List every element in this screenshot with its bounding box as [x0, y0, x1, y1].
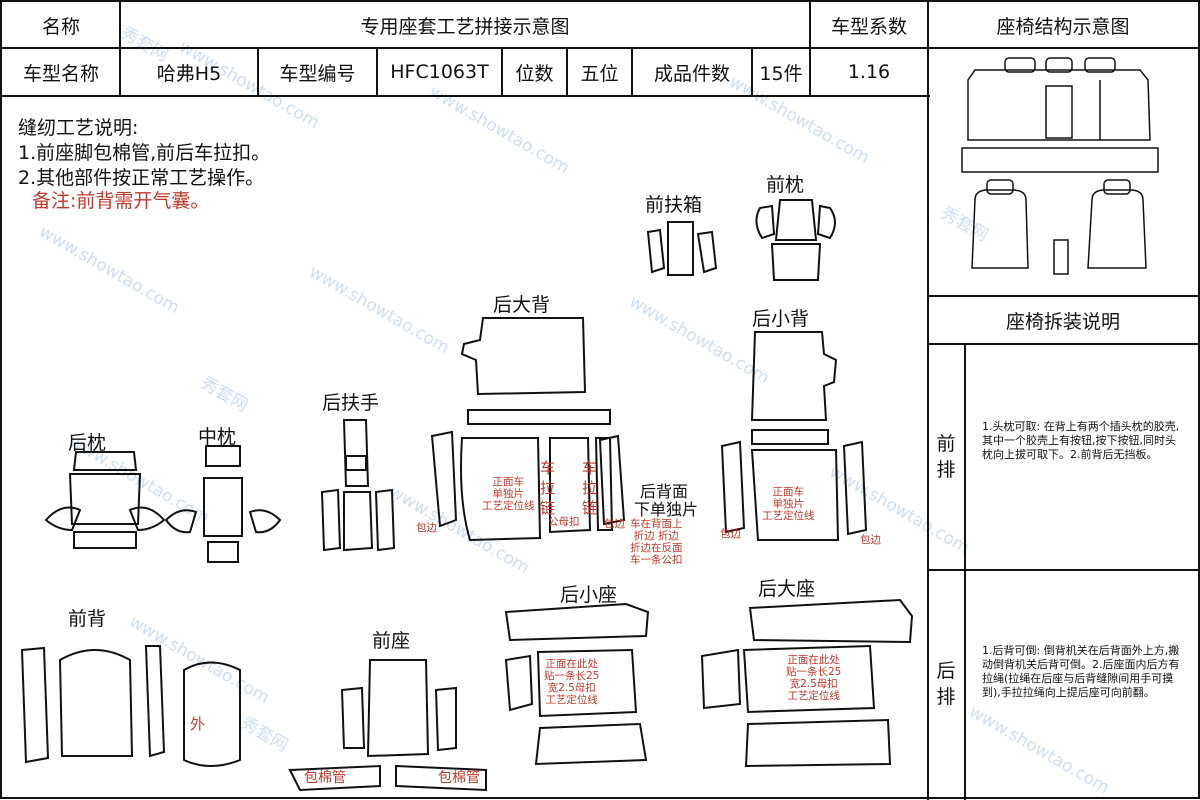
model-name: 哈弗H5: [156, 62, 222, 85]
front-row-label: 前排: [936, 433, 956, 481]
anno-foam-tube-1: 包棉管: [304, 770, 346, 786]
anno-edge-wrap-far: 包边: [860, 534, 881, 546]
pieces-value: 15件: [759, 62, 803, 85]
pieces-label: 成品件数: [653, 62, 730, 85]
pattern-pieces: [20, 199, 914, 792]
seats-value: 五位: [580, 62, 619, 85]
anno-text: 折边在反面: [630, 542, 683, 554]
anno-foam-tube-2: 包棉管: [438, 770, 480, 786]
anno-edge-wrap-right: 包边: [720, 528, 741, 540]
rear-row-label: 后排: [936, 660, 956, 708]
anno-text: 链: [540, 499, 556, 517]
anno-edge-wrap-left: 包边: [416, 522, 437, 534]
anno-text: 宽2.5母扣: [789, 678, 838, 690]
anno-text: 正面车: [772, 486, 805, 498]
front-row-text: 1.头枕可取: 在背上有两个插头枕的胶壳,其中一个胶壳上有按钮,按下按钮,同时头…: [982, 420, 1180, 461]
label-single-bottom-piece: 下单独片: [634, 500, 699, 519]
anno-front-sew: 正面车 单独片 工艺定位线: [482, 476, 535, 512]
notes-remark: 备注:前背需开气囊。: [32, 190, 210, 212]
anno-text: 链: [582, 499, 598, 517]
anno-text: 拉: [540, 479, 556, 497]
anno-fold-note: 车在背面上 折边 折边 折边在反面 车一条公扣: [630, 518, 683, 566]
label-rear-small-seat: 后小座: [560, 584, 618, 606]
model-code: HFC1063T: [390, 61, 489, 83]
anno-small-back-sew: 正面车 单独片 工艺定位线: [762, 486, 815, 522]
disassembly-title: 座椅拆装说明: [1005, 310, 1120, 333]
anno-text: 工艺定位线: [545, 694, 598, 706]
coef-label: 车型系数: [830, 15, 907, 38]
notes-line-1: 1.前座脚包棉管,前后车拉扣。: [18, 142, 271, 164]
anno-text: 正面在此处: [787, 654, 840, 666]
label-front-armrest-box: 前扶箱: [645, 194, 703, 216]
label-rear-big-seat: 后大座: [758, 578, 816, 600]
label-front-headrest: 前枕: [766, 174, 805, 196]
anno-text: 贴一条长25: [786, 666, 842, 678]
anno-zipper-1: 车 拉 链: [540, 458, 555, 518]
anno-text: 工艺定位线: [482, 500, 535, 512]
anno-text: 车一条公扣: [630, 554, 683, 566]
label-rear-back-face: 后背面: [640, 482, 689, 501]
page-title: 专用座套工艺拼接示意图: [360, 15, 570, 38]
anno-text: 车在背面上: [630, 518, 683, 530]
anno-outer: 外: [190, 715, 206, 733]
label-rear-headrest: 后枕: [68, 432, 107, 454]
anno-text: 工艺定位线: [762, 510, 815, 522]
anno-edge-wrap-mid: 包边: [604, 518, 625, 530]
label-rear-big-back: 后大背: [493, 294, 551, 316]
label-rear-small-back: 后小背: [752, 308, 810, 330]
anno-text: 单独片: [492, 488, 525, 500]
label-front-back: 前背: [68, 608, 107, 630]
notes-line-2: 2.其他部件按正常工艺操作。: [18, 167, 265, 189]
anno-text: 车: [540, 459, 556, 477]
anno-female-snap: 公母扣: [548, 516, 580, 528]
label-mid-headrest: 中枕: [198, 426, 237, 448]
anno-text: 车: [582, 459, 598, 477]
anno-text: 单独片: [772, 498, 805, 510]
name-label: 名称: [41, 15, 80, 38]
anno-text: 贴一条长25: [544, 670, 600, 682]
anno-text: 宽2.5母扣: [547, 682, 596, 694]
anno-text: 工艺定位线: [787, 690, 840, 702]
coef-value: 1.16: [847, 61, 891, 83]
notes-heading: 缝纫工艺说明:: [18, 117, 139, 139]
anno-text: 正面车: [492, 476, 525, 488]
structure-title: 座椅结构示意图: [996, 15, 1130, 38]
anno-text: 折边 折边: [633, 530, 679, 542]
model-code-label: 车型编号: [279, 62, 356, 85]
label-front-seat: 前座: [372, 630, 411, 652]
anno-small-seat: 正面在此处 贴一条长25 宽2.5母扣 工艺定位线: [544, 658, 599, 706]
seats-label: 位数: [515, 62, 554, 85]
anno-zipper-2: 车 拉 链: [582, 458, 597, 518]
rear-row-text: 1.后背可倒: 倒背机关在后背面外上方,搬动倒背机关后背可倒。2.后座面内后方有…: [982, 644, 1180, 699]
anno-text: 拉: [582, 479, 598, 497]
model-name-label: 车型名称: [22, 62, 99, 85]
seat-structure-sketch: [961, 57, 1159, 275]
anno-text: 正面在此处: [545, 658, 598, 670]
anno-big-seat: 正面在此处 贴一条长25 宽2.5母扣 工艺定位线: [786, 654, 841, 702]
label-rear-armrest: 后扶手: [322, 392, 380, 414]
